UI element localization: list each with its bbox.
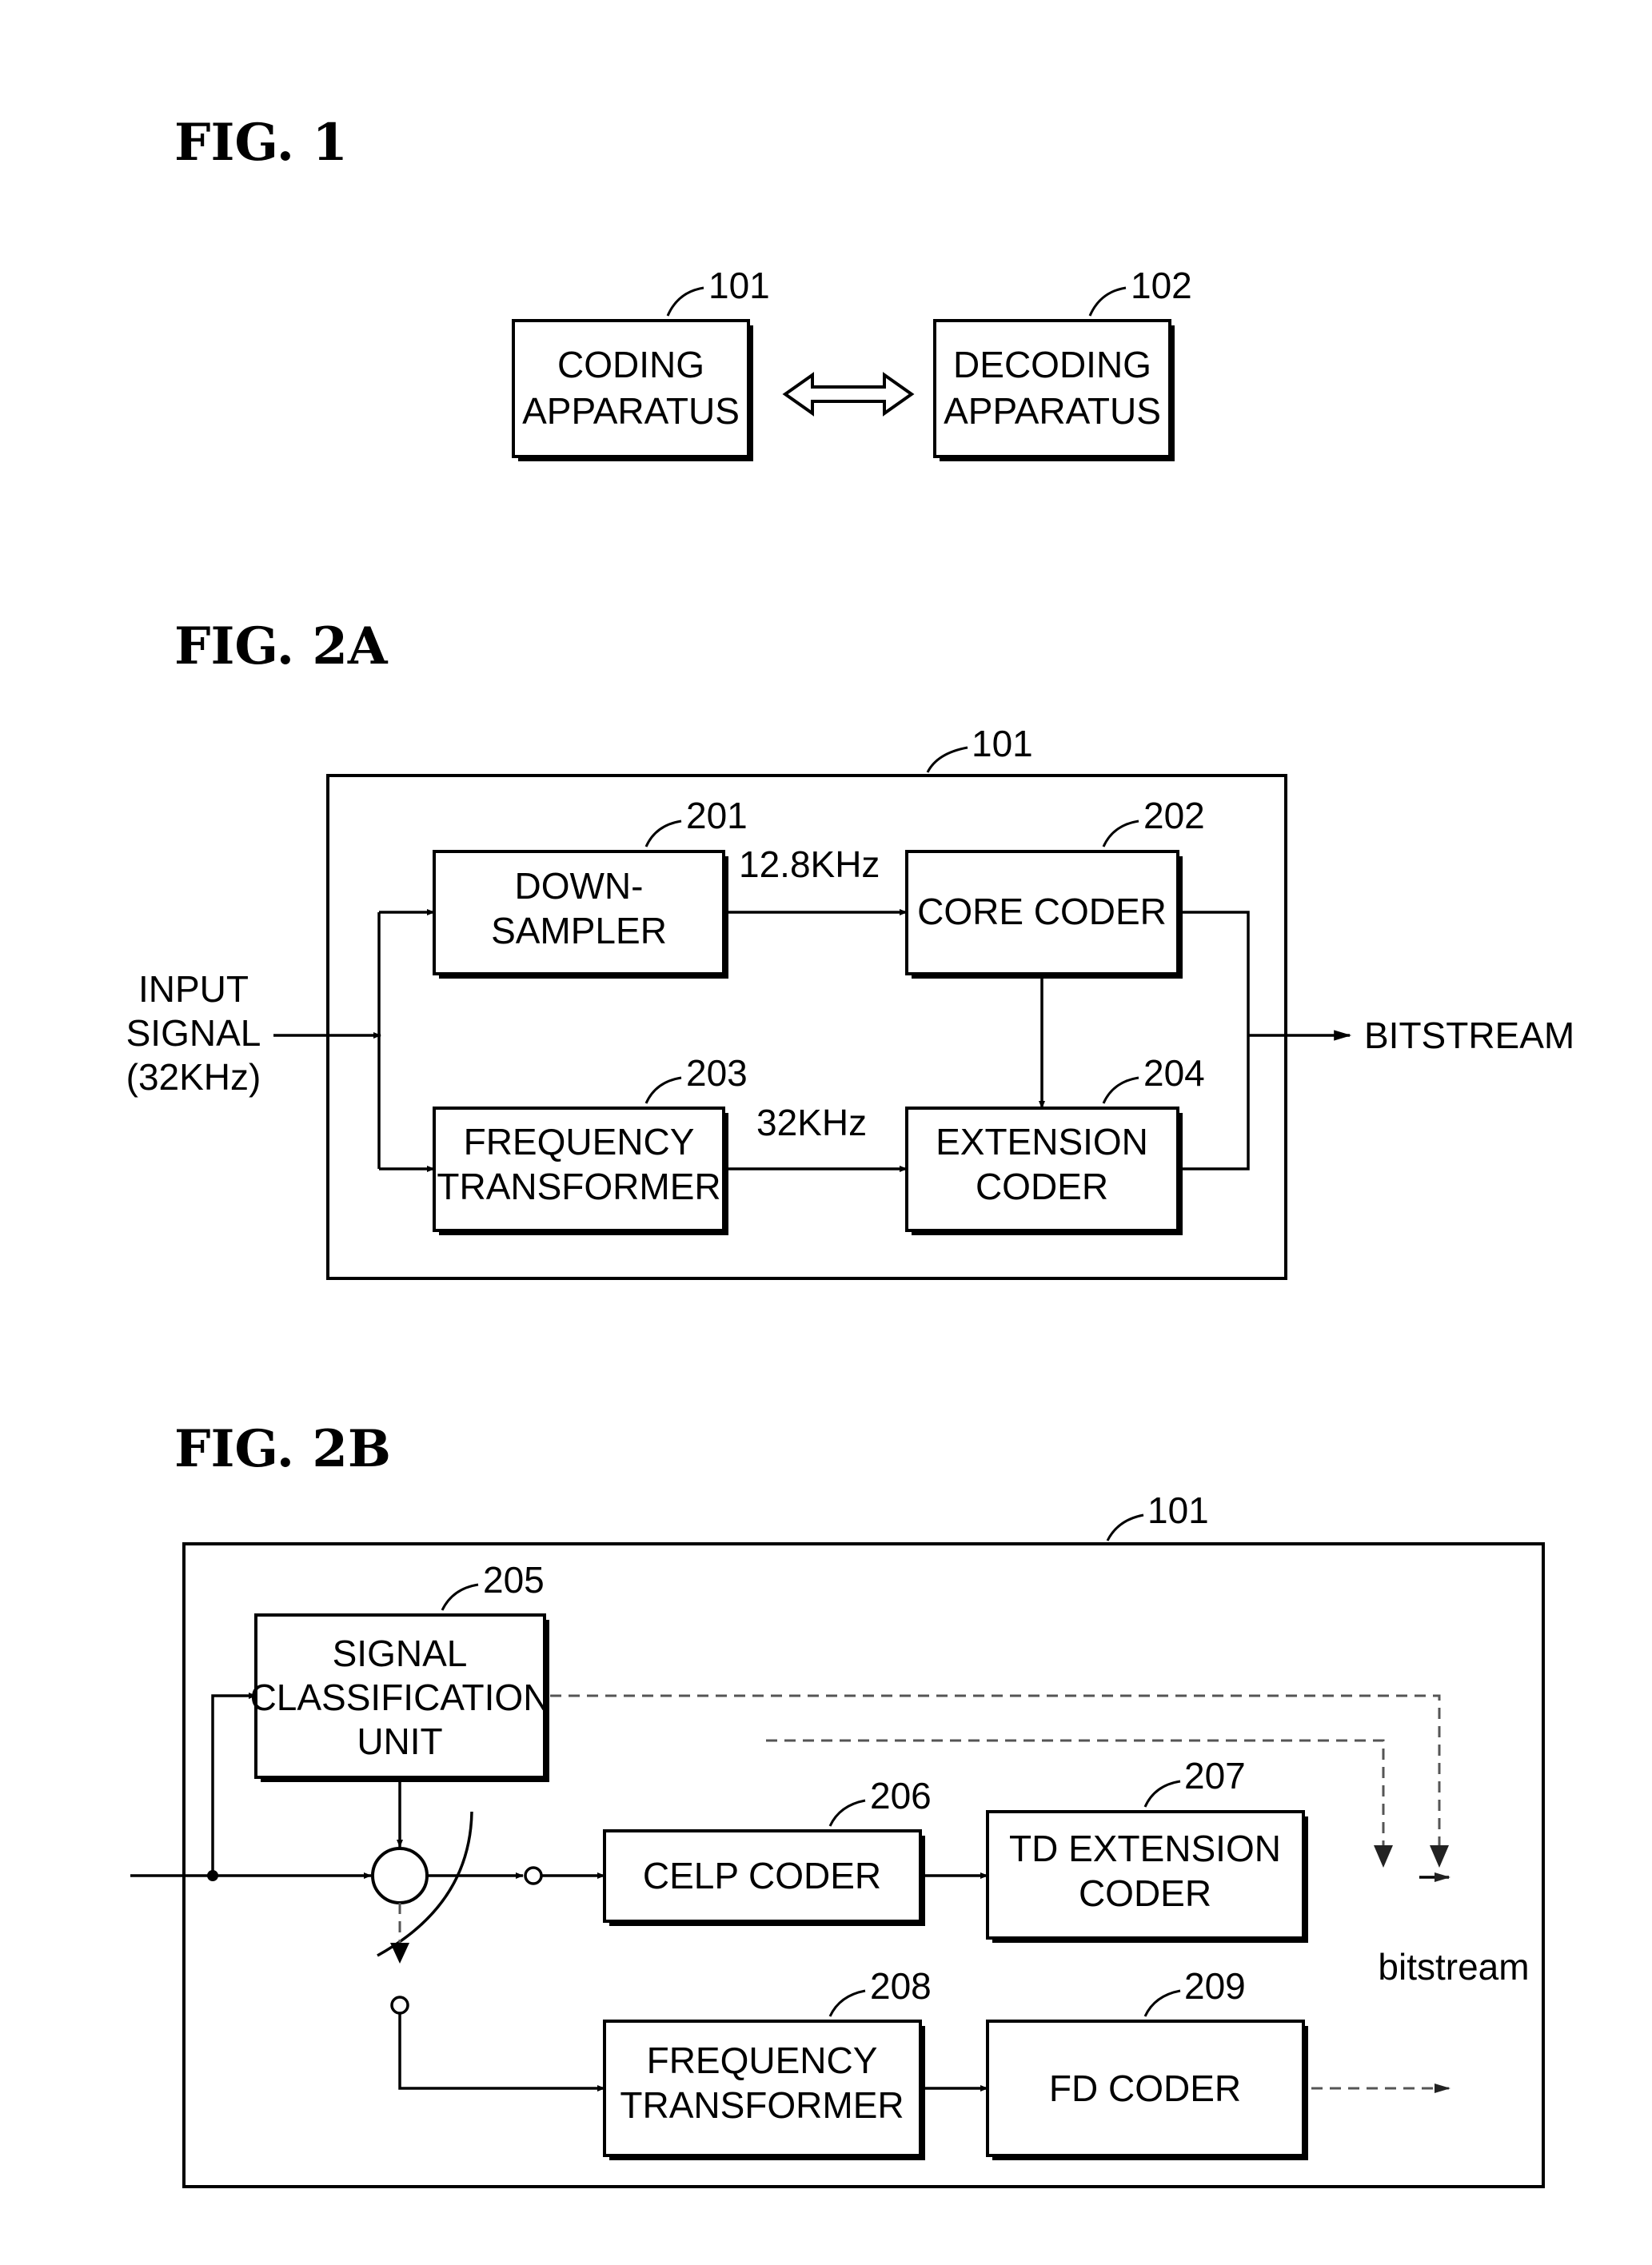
rate-32khz-label: 32KHz — [756, 1102, 867, 1143]
fig2b: FIG. 2B 101 SIGNAL CLASSIFICATION UNIT 2… — [130, 1419, 1543, 2187]
ref-202: 202 — [1143, 795, 1205, 836]
to-frequency-transformer-2b-arrow — [400, 2013, 605, 2088]
extension-coder-line2: CODER — [976, 1166, 1108, 1207]
input-signal-line2: SIGNAL — [126, 1012, 261, 1054]
ref-lead-2b-101 — [1107, 1515, 1143, 1541]
downsampler-line2: SAMPLER — [491, 910, 667, 951]
classifier-output-arrowhead — [1430, 1845, 1449, 1868]
decoding-apparatus-line2: APPARATUS — [944, 390, 1161, 432]
frequency-transformer-line2: TRANSFORMER — [437, 1166, 720, 1207]
ref-lead-205 — [442, 1585, 478, 1610]
frequency-transformer-2b-line2: TRANSFORMER — [620, 2084, 904, 2126]
ref-lead-102 — [1090, 288, 1126, 316]
coding-apparatus-block: CODING APPARATUS — [513, 321, 753, 461]
fig1-title: FIG. 1 — [174, 113, 348, 173]
frequency-transformer-line1: FREQUENCY — [464, 1121, 695, 1162]
input-signal-line3: (32KHz) — [126, 1056, 261, 1098]
ref-lead-203 — [646, 1078, 681, 1103]
ref-203: 203 — [686, 1052, 748, 1094]
celp-output-arrowhead — [1374, 1845, 1393, 1868]
ref-lead-101 — [668, 288, 704, 316]
core-coder-label: CORE CODER — [917, 891, 1167, 932]
td-extension-coder-line1: TD EXTENSION — [1009, 1828, 1281, 1869]
ref-lead-2a-101 — [928, 748, 968, 772]
switch-lower-contact — [392, 1997, 408, 2013]
coding-apparatus-line1: CODING — [557, 344, 704, 385]
celp-coder-label: CELP CODER — [643, 1855, 881, 1896]
decoding-apparatus-block: DECODING APPARATUS — [935, 321, 1175, 461]
ref-lead-208 — [830, 1991, 865, 2016]
td-extension-coder-line2: CODER — [1079, 1872, 1211, 1914]
signal-classification-line3: UNIT — [357, 1721, 442, 1762]
bitstream-label: BITSTREAM — [1364, 1015, 1574, 1056]
coder-output-wire — [1178, 912, 1248, 1169]
rate-12-8khz-label: 12.8KHz — [739, 843, 880, 885]
ref-206: 206 — [870, 1775, 932, 1816]
coding-apparatus-line2: APPARATUS — [522, 390, 740, 432]
fig2b-frame-ref: 101 — [1147, 1489, 1209, 1531]
input-signal-line1: INPUT — [138, 968, 249, 1010]
downsampler-line1: DOWN- — [515, 865, 644, 907]
ref-201: 201 — [686, 795, 748, 836]
signal-classification-line2: CLASSIFICATION — [250, 1677, 550, 1718]
ref-lead-204 — [1103, 1078, 1139, 1103]
fd-coder-label: FD CODER — [1049, 2068, 1241, 2109]
ref-101: 101 — [708, 265, 770, 306]
to-classifier-arrow — [213, 1696, 256, 1876]
extension-coder-line1: EXTENSION — [936, 1121, 1148, 1162]
switch-lower-arrowhead — [390, 1943, 409, 1964]
switch-node — [373, 1848, 427, 1903]
ref-lead-209 — [1145, 1991, 1180, 2016]
switch-upper-contact — [525, 1868, 541, 1884]
ref-lead-201 — [646, 821, 681, 847]
fig2a-title: FIG. 2A — [174, 616, 389, 676]
ref-102: 102 — [1131, 265, 1192, 306]
fig2a: FIG. 2A 101 DOWN- SAMPLER 201 CORE CODER… — [126, 616, 1575, 1278]
frequency-transformer-2b-line1: FREQUENCY — [647, 2040, 878, 2081]
ref-204: 204 — [1143, 1052, 1205, 1094]
ref-lead-206 — [830, 1800, 865, 1826]
fig1: FIG. 1 CODING APPARATUS 101 DECODING APP… — [174, 113, 1192, 461]
ref-207: 207 — [1184, 1755, 1246, 1796]
ref-209: 209 — [1184, 1965, 1246, 2007]
signal-classification-line1: SIGNAL — [333, 1633, 468, 1674]
ref-208: 208 — [870, 1965, 932, 2007]
ref-lead-207 — [1145, 1781, 1180, 1807]
decoding-apparatus-line1: DECODING — [953, 344, 1151, 385]
ref-lead-202 — [1103, 821, 1139, 847]
ref-205: 205 — [483, 1559, 545, 1601]
bitstream-2b-label: bitstream — [1378, 1946, 1529, 1988]
bidirectional-arrow — [785, 375, 912, 413]
fig2a-frame-ref: 101 — [972, 723, 1033, 764]
fig2b-title: FIG. 2B — [174, 1419, 391, 1479]
